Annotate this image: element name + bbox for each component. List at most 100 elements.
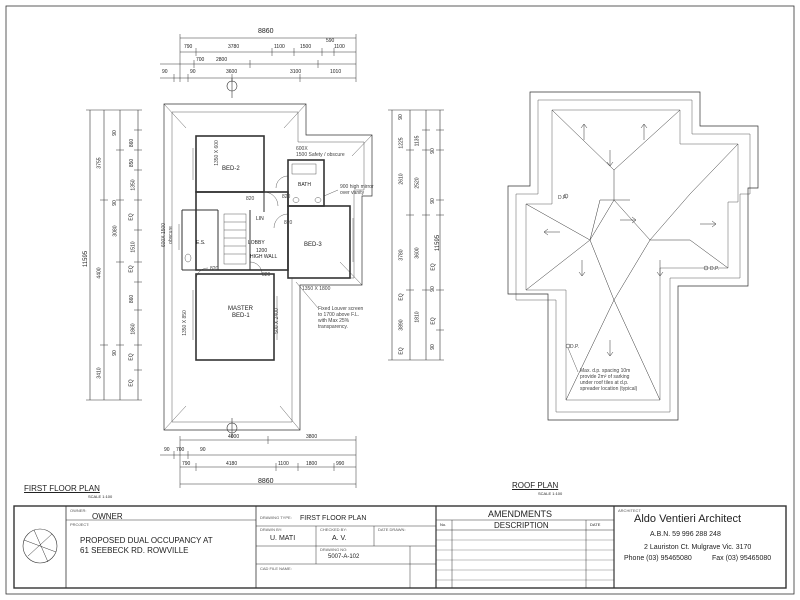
dim-right-minor-13: EQ xyxy=(430,263,437,271)
dim-bottom-row2-2: 90 xyxy=(200,447,206,453)
note-es-window-1: 600X 1500 xyxy=(161,222,168,248)
tb-amend-col-no: No. xyxy=(440,522,447,527)
dim-left-minor-1: 860 xyxy=(129,138,136,148)
tb-amend-col-date: DATE xyxy=(590,522,601,527)
dim-top-row2-0: 700 xyxy=(196,57,205,63)
first-floor-title: FIRST FLOOR PLAN xyxy=(24,484,100,493)
dim-bottom-overall: 8860 xyxy=(258,478,274,485)
note-mirror-1: 900 high mirror xyxy=(340,184,374,190)
roof-note-1: Max. d.p. spacing 10m xyxy=(580,368,631,374)
dim-right-overall: 11595 xyxy=(435,234,442,252)
title-block xyxy=(13,505,787,589)
dim-top-row1-0: 790 xyxy=(184,44,193,50)
dim-bottom-row3-2: 1100 xyxy=(278,461,289,467)
room-bed3: BED-3 xyxy=(304,242,322,248)
dim-top-row1-3: 1500 xyxy=(300,44,312,50)
roof-plan-scale: SCALE 1:100 xyxy=(538,491,563,496)
room-bath: BATH xyxy=(298,182,311,188)
note-bath-window-2: 1500 Safety / obscure xyxy=(296,152,345,158)
dim-left-major-1: 4400 xyxy=(96,267,103,279)
dim-bottom-row1-0: 4000 xyxy=(228,434,240,440)
dim-left-overall: 11595 xyxy=(83,250,90,268)
dim-left-minor-3: 1350 xyxy=(130,179,137,191)
tb-abn: A.B.N. 59 996 288 248 xyxy=(650,531,721,538)
roof-dp-1: D.P. xyxy=(710,266,720,272)
room-master-l1: MASTER xyxy=(228,306,254,312)
dim-right-minor-8: 1810 xyxy=(414,311,421,323)
tb-project-line1: PROPOSED DUAL OCCUPANCY AT xyxy=(80,536,213,545)
dim-top-row2-3: 1010 xyxy=(330,69,342,75)
dim-right-minor-6: 3600 xyxy=(414,247,421,259)
dim-left-major-2: 3410 xyxy=(96,367,103,379)
note-bed2-window: 1350 X 600 xyxy=(213,140,220,166)
dim-bottom-row3-1: 4180 xyxy=(226,461,238,467)
door-size-4: 820 xyxy=(262,272,271,278)
tb-project-line2: 61 SEEBECK RD. ROWVILLE xyxy=(80,546,189,555)
tb-checked-label: CHECKED BY: xyxy=(320,527,347,532)
room-lobby: LOBBY xyxy=(248,240,265,246)
tb-checked-value: A. V. xyxy=(332,535,347,542)
dim-left-minor-10: 90 xyxy=(111,350,118,356)
dim-right-minor-7: 90 xyxy=(429,286,436,292)
dim-top-row3-2: 3600 xyxy=(226,69,238,75)
dim-bottom-row3-3: 1800 xyxy=(306,461,318,467)
dim-right-minor-9: EQ xyxy=(398,293,405,301)
dim-right-major-2: 3890 xyxy=(398,319,405,331)
note-bath-window-1: 600X xyxy=(296,146,308,152)
note-louver-2: to 1700 above F.L. xyxy=(318,312,360,318)
dim-right-minor-4: 2520 xyxy=(414,177,421,189)
tb-fax: Fax (03) 95465080 xyxy=(712,555,772,562)
room-es: E.S. xyxy=(196,240,206,246)
note-louver-4: transparency. xyxy=(318,324,348,330)
dim-left-minor-2: 850 xyxy=(129,158,136,168)
dim-left-minor-9: EQ xyxy=(128,213,135,221)
dim-left-minor-6: 860 xyxy=(129,294,136,304)
dim-top-row1-4: 590 xyxy=(326,38,335,44)
door-size-3: 820 xyxy=(210,266,219,272)
dim-left-major-0: 3755 xyxy=(96,157,103,169)
dim-right-minor-10: EQ xyxy=(398,347,405,355)
dim-bottom-row2-0: 90 xyxy=(164,447,170,453)
dim-left-minor-8: EQ xyxy=(128,265,135,273)
dim-top-row1-1: 3780 xyxy=(228,44,240,50)
high-wall-1: 1200 xyxy=(256,248,268,254)
first-floor-scale: SCALE 1:100 xyxy=(88,494,113,499)
dim-top-overall: 8860 xyxy=(258,28,274,35)
note-master-side: 500 X 2400 xyxy=(273,308,280,334)
dim-left-minor-5: 1510 xyxy=(130,241,137,253)
dim-right-minor-0: 90 xyxy=(397,114,404,120)
roof-dp-2: D.P. xyxy=(570,344,580,350)
tb-phone: Phone (03) 95465080 xyxy=(624,555,692,562)
dim-left-minor-11: EQ xyxy=(128,353,135,361)
tb-architect-name: Aldo Ventieri Architect xyxy=(634,513,742,525)
tb-address: 2 Lauriston Ct. Mulgrave Vic. 3170 xyxy=(644,544,752,551)
tb-date-label: DATE DRAWN: xyxy=(378,527,406,532)
roof-note-2: provide 2m² of sarking xyxy=(580,374,630,380)
roof-dp-0: D.P. xyxy=(558,195,568,201)
tb-owner-value: OWNER xyxy=(92,512,123,521)
tb-drawn-value: U. MATI xyxy=(270,535,296,542)
dim-top-row3-1: 90 xyxy=(190,69,196,75)
note-master-window: 1350 X 850 xyxy=(181,310,188,336)
dim-left-minor-0: 90 xyxy=(111,130,118,136)
tb-amendments-title: AMENDMENTS xyxy=(488,509,553,519)
tb-drawing-no-value: 5007-A-102 xyxy=(328,554,360,560)
dim-top-row2-2: 3100 xyxy=(290,69,302,75)
dim-bottom-row3-0: 790 xyxy=(182,461,191,467)
roof-plan-title: ROOF PLAN xyxy=(512,481,559,490)
door-size-0: 820 xyxy=(246,196,255,202)
tb-architect-label: ARCHITECT xyxy=(618,508,641,513)
room-bed2: BED-2 xyxy=(222,166,240,172)
first-floor-plan xyxy=(86,34,444,488)
dim-top-row3-0: 90 xyxy=(162,69,168,75)
tb-cad-label: CAD FILE NAME: xyxy=(260,566,292,571)
tb-drawing-no-label: DRAWING NO: xyxy=(320,547,348,552)
architect-logo-icon xyxy=(22,528,58,564)
dim-right-minor-5: 90 xyxy=(429,198,436,204)
dim-left-minor-7: 1860 xyxy=(130,323,137,335)
note-es-window-2: obscure xyxy=(167,226,174,244)
tb-drawn-label: DRAWN BY: xyxy=(260,527,283,532)
dim-right-major-1: 3780 xyxy=(398,249,405,261)
dim-left-minor-4: 3080 xyxy=(112,225,119,237)
